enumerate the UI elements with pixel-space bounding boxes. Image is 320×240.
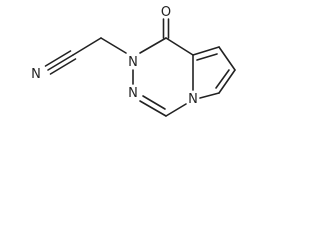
bond-c8a-c1 [165,37,194,56]
atom-nitrogen-ring-2: N [128,55,138,70]
bond-c4-n5 [165,103,187,117]
bond-nitrile-3 [49,58,77,75]
bond-ch2-cn [72,37,102,56]
bond-c7-c6-2 [215,69,230,89]
bond-n2-ch2 [100,37,127,54]
bond-c7-c6-1 [218,69,236,94]
atom-nitrogen-ring-3: N [128,86,138,101]
bond-n3-c4-1 [139,100,167,117]
bond-nitrile-2 [44,50,72,67]
bond-n3-c4-2 [142,95,166,110]
atom-labels: O N N N N [31,5,198,107]
bond-c8a-c8-1 [192,46,220,56]
bond-c6-n5 [199,92,220,99]
atom-nitrogen-nitrile: N [31,67,41,82]
atom-nitrogen-bridgehead: N [188,92,198,107]
bond-c1-n2 [139,37,167,54]
bond-c8-c7 [218,46,236,71]
bond-nitrile-1 [47,54,74,71]
atom-oxygen: O [161,5,171,20]
bond-c8a-c8-2 [196,53,218,61]
chemical-structure: O N N N N [31,5,236,117]
bonds [44,18,236,117]
